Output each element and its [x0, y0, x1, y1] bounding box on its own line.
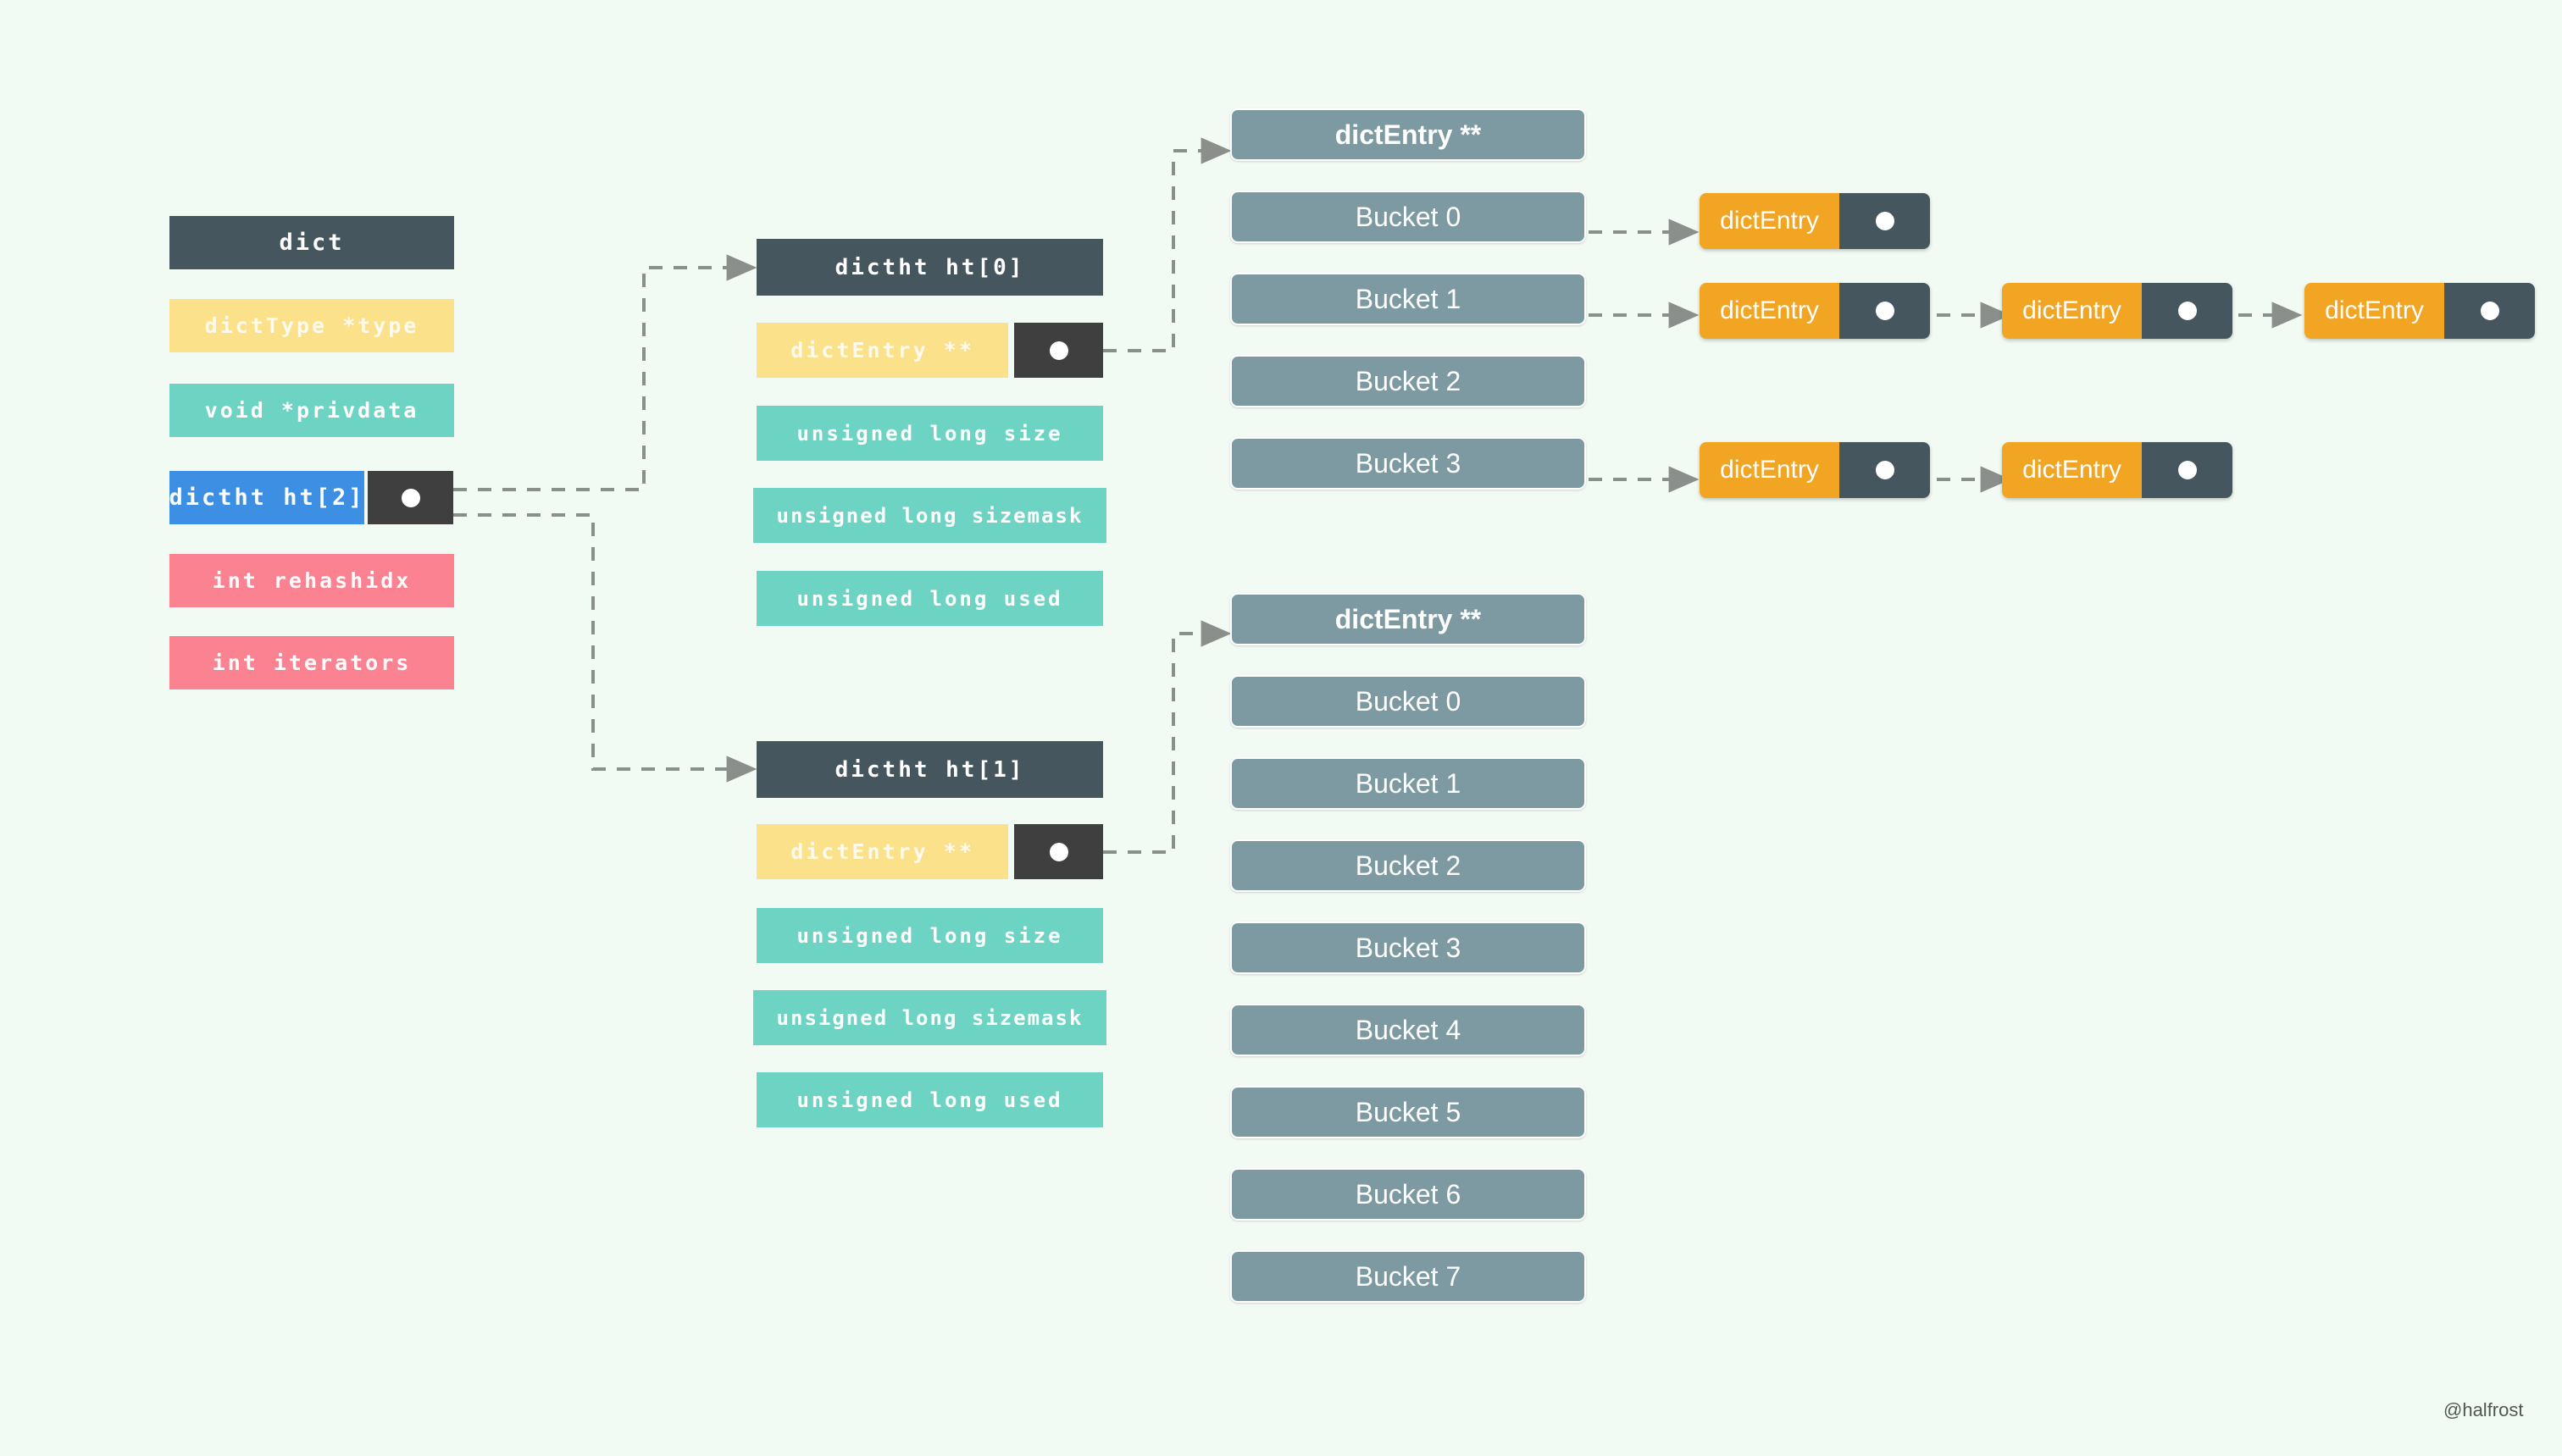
- dictentry-node-b3-0[interactable]: dictEntry: [1700, 442, 1930, 498]
- dictht-1-title: dictht ht[1]: [757, 741, 1103, 798]
- dict-struct-title: dict: [169, 216, 454, 269]
- dictentry-next-pointer: [1839, 193, 1930, 249]
- dictentry-label: dictEntry: [1700, 193, 1839, 249]
- pointer-dot-icon: [2177, 302, 2197, 320]
- bucket-table-1-row-5[interactable]: Bucket 5: [1230, 1086, 1586, 1138]
- dictentry-node-b1-1[interactable]: dictEntry: [2002, 283, 2232, 339]
- wire-ht1-to-table1: [1103, 620, 1232, 854]
- bucket-table-1-row-3[interactable]: Bucket 3: [1230, 922, 1586, 974]
- dictentry-next-pointer: [1839, 283, 1930, 339]
- dict-field-privdata: void *privdata: [169, 384, 454, 437]
- bucket-table-1-row-7[interactable]: Bucket 7: [1230, 1250, 1586, 1303]
- bucket-table-0-row-3[interactable]: Bucket 3: [1230, 437, 1586, 490]
- dictentry-label: dictEntry: [2002, 442, 2142, 498]
- dict-ht2-pointer-cell: [368, 471, 453, 524]
- pointer-dot-icon: [1875, 461, 1894, 479]
- wire-ht2-to-ht0: [453, 254, 757, 491]
- dictentry-label: dictEntry: [1700, 442, 1839, 498]
- dict-field-dictht-ht2: dictht ht[2]: [169, 471, 364, 524]
- dict-field-iterators: int iterators: [169, 636, 454, 689]
- pointer-dot-icon: [2480, 302, 2499, 320]
- dictentry-label: dictEntry: [2002, 283, 2142, 339]
- dict-field-dicttype: dictType *type: [169, 299, 454, 352]
- dictentry-next-pointer: [2142, 442, 2232, 498]
- bucket-table-1-header: dictEntry **: [1230, 593, 1586, 645]
- dictht-1-pointer-cell: [1014, 824, 1103, 879]
- pointer-dot-icon: [1049, 842, 1068, 861]
- dictentry-next-pointer: [1839, 442, 1930, 498]
- dictht-1-field-size: unsigned long size: [757, 908, 1103, 963]
- dictentry-next-pointer: [2444, 283, 2535, 339]
- watermark: @halfrost: [2443, 1399, 2524, 1420]
- dict-field-rehashidx: int rehashidx: [169, 554, 454, 607]
- bucket-table-0-row-0[interactable]: Bucket 0: [1230, 191, 1586, 243]
- pointer-dot-icon: [1875, 212, 1894, 230]
- dictht-1-field-dictentry-ptr: dictEntry **: [757, 824, 1008, 879]
- bucket-table-0-row-1[interactable]: Bucket 1: [1230, 273, 1586, 325]
- dictht-1-field-sizemask: unsigned long sizemask: [753, 990, 1106, 1045]
- dictht-0-title: dictht ht[0]: [757, 239, 1103, 296]
- dictht-0-field-size: unsigned long size: [757, 406, 1103, 461]
- dictentry-node-b1-0[interactable]: dictEntry: [1700, 283, 1930, 339]
- wire-ht2-to-ht1: [453, 513, 757, 783]
- dictht-0-field-used: unsigned long used: [757, 571, 1103, 626]
- dictentry-node-b3-1[interactable]: dictEntry: [2002, 442, 2232, 498]
- dictentry-label: dictEntry: [1700, 283, 1839, 339]
- bucket-table-0-row-2[interactable]: Bucket 2: [1230, 355, 1586, 407]
- bucket-table-1-row-2[interactable]: Bucket 2: [1230, 839, 1586, 892]
- dictht-1-field-used: unsigned long used: [757, 1072, 1103, 1127]
- bucket-table-0-header: dictEntry **: [1230, 108, 1586, 161]
- dictentry-node-b0-0[interactable]: dictEntry: [1700, 193, 1930, 249]
- dictentry-node-b1-2[interactable]: dictEntry: [2304, 283, 2535, 339]
- bucket-table-1-row-1[interactable]: Bucket 1: [1230, 757, 1586, 810]
- dictentry-next-pointer: [2142, 283, 2232, 339]
- dictentry-label: dictEntry: [2304, 283, 2444, 339]
- bucket-table-1-row-4[interactable]: Bucket 4: [1230, 1004, 1586, 1056]
- dictht-0-pointer-cell: [1014, 323, 1103, 378]
- bucket-table-1-row-0[interactable]: Bucket 0: [1230, 675, 1586, 728]
- dictht-0-field-dictentry-ptr: dictEntry **: [757, 323, 1008, 378]
- dictht-0-field-sizemask: unsigned long sizemask: [753, 488, 1106, 543]
- pointer-dot-icon: [2177, 461, 2197, 479]
- pointer-dot-icon: [1875, 302, 1894, 320]
- wire-ht0-to-table0: [1103, 137, 1232, 352]
- pointer-dot-icon: [1049, 340, 1068, 360]
- bucket-table-1-row-6[interactable]: Bucket 6: [1230, 1168, 1586, 1221]
- pointer-dot-icon: [401, 488, 420, 507]
